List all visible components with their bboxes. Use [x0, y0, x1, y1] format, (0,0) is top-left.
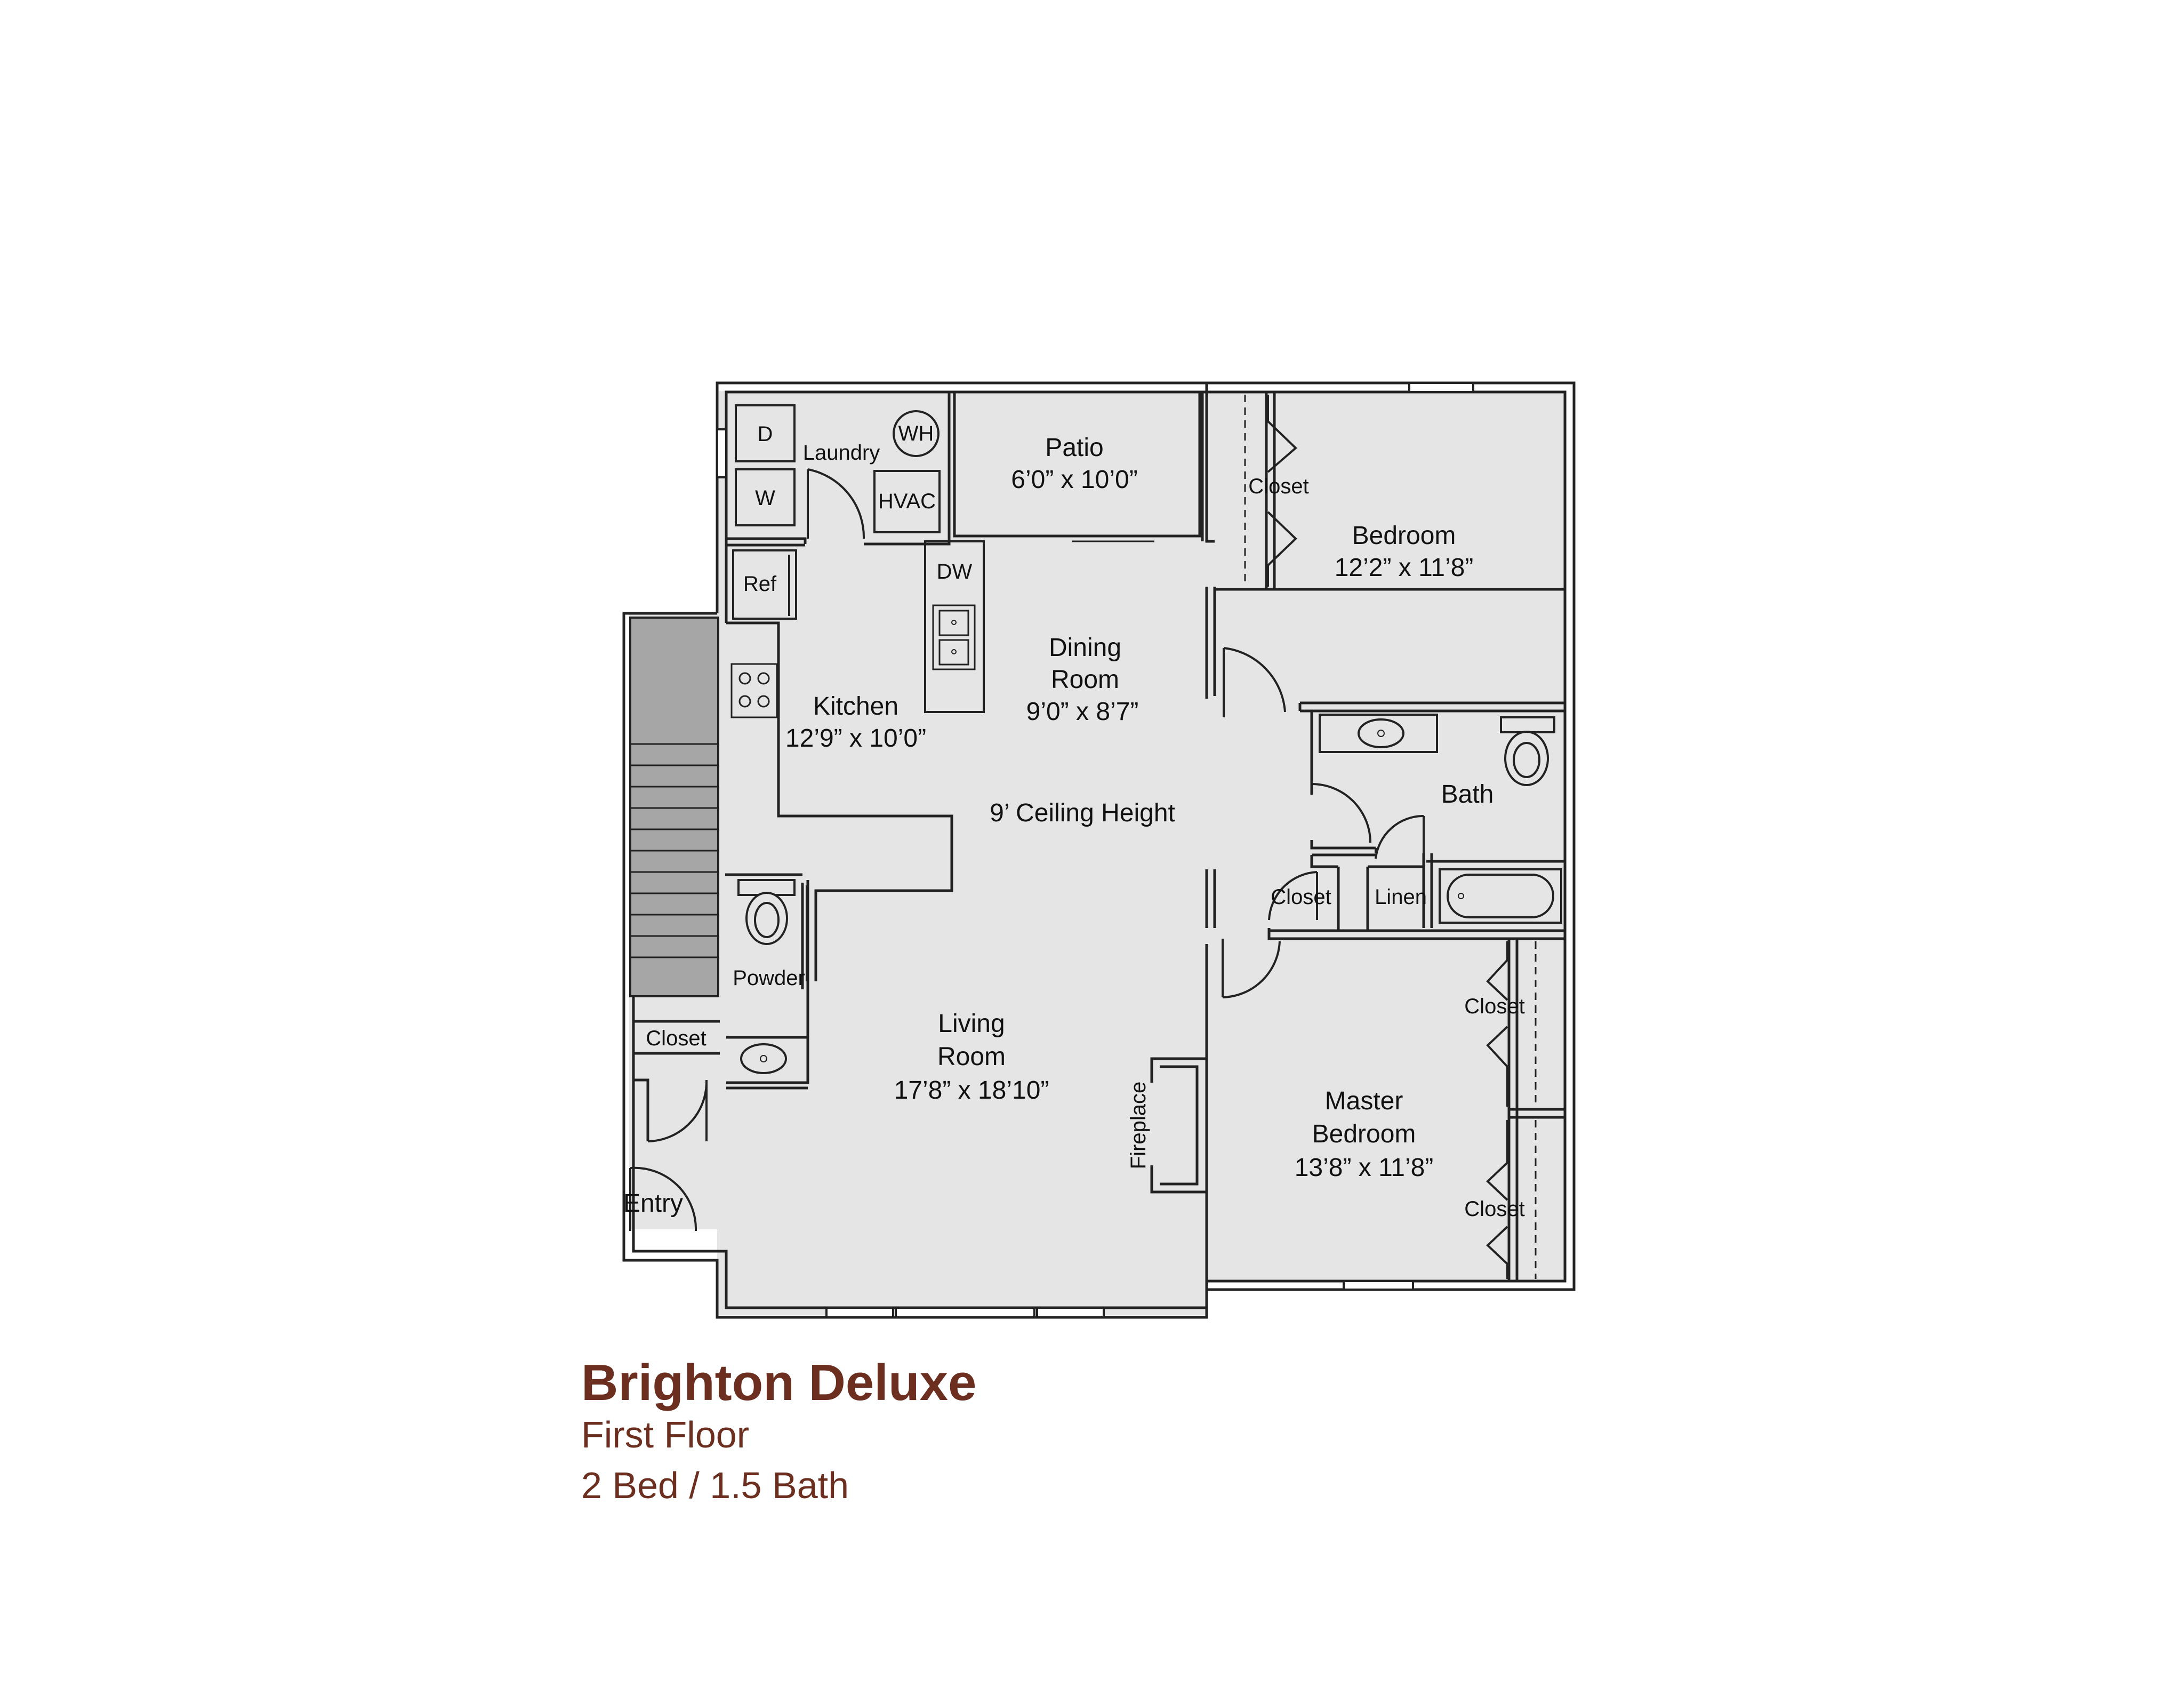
closet-label-master-1: Closet — [1464, 995, 1524, 1018]
closet-label-master-2: Closet — [1464, 1197, 1524, 1221]
fixtures — [730, 404, 1562, 1074]
kitchen-label: Kitchen — [813, 692, 898, 721]
dining-size: 9’0” x 8’7” — [1026, 698, 1139, 726]
powder-label: Powder — [733, 966, 805, 990]
refrigerator-box — [732, 549, 797, 620]
bedroom-size: 12’2” x 11’8” — [1335, 554, 1474, 582]
closet-rods — [1244, 395, 1537, 1279]
patio-label: Patio — [1045, 434, 1103, 462]
bath-label: Bath — [1441, 780, 1494, 809]
closet-label-hall: Closet — [1271, 885, 1331, 909]
refrigerator-label: Ref — [743, 572, 777, 596]
range-box — [730, 663, 778, 718]
closet-label-bedroom: Closet — [1248, 475, 1308, 498]
interior-walls — [633, 383, 1565, 1285]
fixture-labels: D W WH HVAC DW Ref Linen Fireplace Close… — [646, 422, 1524, 1221]
dining-label-2: Room — [1051, 666, 1119, 694]
room-labels: Patio 6’0” x 10’0” Bedroom 12’2” x 11’8”… — [623, 434, 1494, 1218]
plan-floor: First Floor — [581, 1414, 749, 1455]
living-label-1: Living — [938, 1010, 1005, 1038]
entry-label: Entry — [623, 1189, 683, 1218]
washer-label: W — [755, 486, 775, 510]
master-label-2: Bedroom — [1312, 1120, 1416, 1148]
stairs — [629, 617, 719, 997]
hvac-label: HVAC — [878, 490, 936, 513]
plan-beds-baths: 2 Bed / 1.5 Bath — [581, 1465, 849, 1506]
master-label-1: Master — [1325, 1087, 1403, 1115]
living-size: 17’8” x 18’10” — [894, 1076, 1049, 1105]
closet-label-entry: Closet — [646, 1027, 706, 1050]
bath-toilet-tank — [1500, 716, 1555, 733]
plan-title: Brighton Deluxe — [581, 1354, 977, 1411]
living-label-2: Room — [937, 1043, 1006, 1071]
hvac-box — [873, 470, 941, 533]
swing-doors — [629, 468, 1425, 1231]
master-size: 13’8” x 11’8” — [1295, 1154, 1434, 1182]
water-heater-label: WH — [898, 422, 934, 445]
ceiling-height-label: 9’ Ceiling Height — [990, 799, 1175, 827]
patio-size: 6’0” x 10’0” — [1011, 466, 1137, 494]
dryer-label: D — [758, 422, 773, 446]
water-heater-circle — [893, 410, 940, 457]
dryer-box — [735, 404, 796, 462]
windows — [716, 382, 1474, 1318]
washer-box — [735, 468, 796, 526]
closet-doors — [1267, 395, 1508, 1279]
bedroom-label: Bedroom — [1352, 522, 1456, 550]
laundry-label: Laundry — [803, 441, 880, 465]
dishwasher-label: DW — [937, 560, 973, 583]
linen-label: Linen — [1375, 885, 1427, 909]
exterior-walls — [622, 381, 1576, 1319]
dining-label-1: Dining — [1049, 634, 1121, 662]
kitchen-size: 12’9” x 10’0” — [785, 724, 926, 753]
fireplace-label: Fireplace — [1127, 1082, 1150, 1170]
